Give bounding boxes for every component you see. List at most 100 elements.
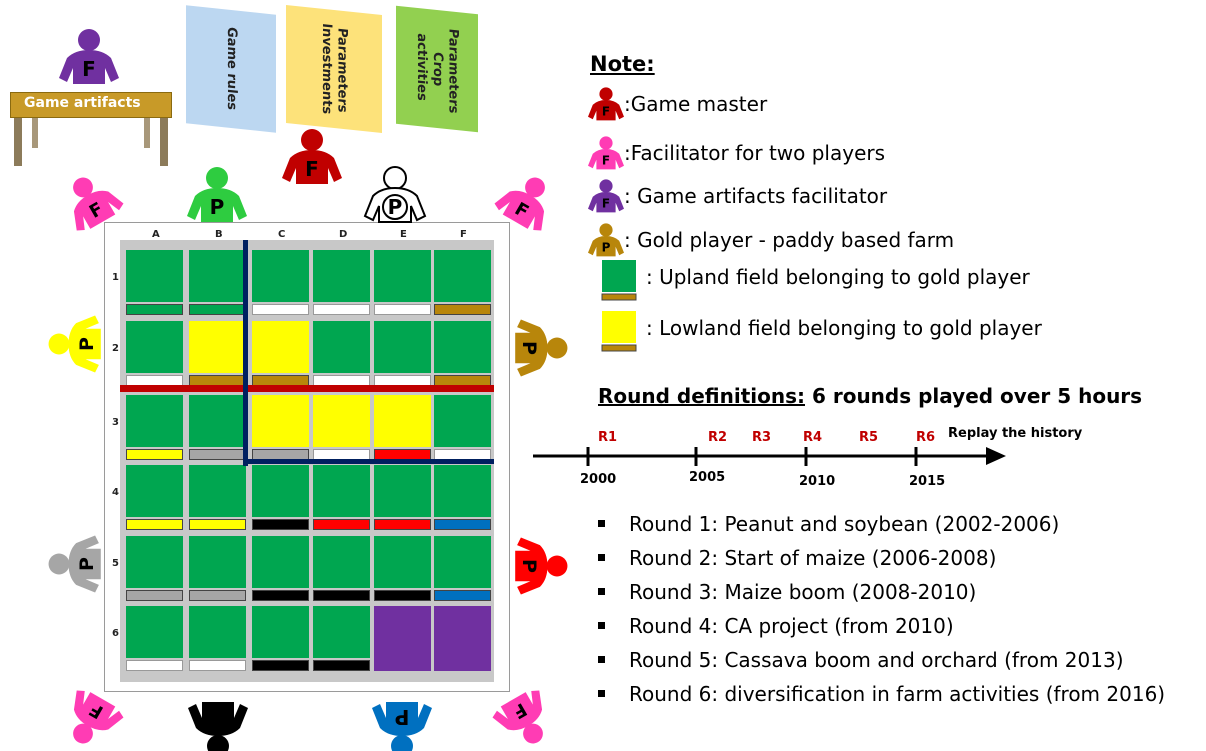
bullet-marker (598, 520, 605, 527)
column-label-a: A (152, 229, 160, 240)
owner-strip (126, 590, 183, 601)
owner-strip (313, 660, 370, 671)
bullet-marker (598, 690, 605, 697)
field-c6 (252, 606, 309, 658)
svg-text:P: P (518, 559, 540, 573)
round-bullet: Round 2: Start of maize (2006-2008) (598, 546, 996, 570)
owner-strip (189, 590, 246, 601)
round-bullet: Round 6: diversification in farm activit… (598, 682, 1165, 706)
owner-strip (126, 660, 183, 671)
field-d2 (313, 321, 370, 373)
field-d5 (313, 536, 370, 588)
timeline-year-label: 2000 (580, 472, 617, 487)
round-bullet-text: Round 6: diversification in farm activit… (629, 682, 1166, 706)
table-label: Game artifacts (24, 95, 141, 111)
field-b3 (189, 395, 246, 447)
legend-text: : Gold player - paddy based farm (624, 228, 955, 252)
bullet-marker (598, 588, 605, 595)
svg-text:F: F (602, 154, 610, 168)
round-bullet-text: Round 5: Cassava boom and orchard (from … (629, 648, 1124, 672)
svg-text:F: F (305, 157, 319, 181)
facilitator-icon: F (588, 136, 624, 170)
gold-player-figure: P (515, 319, 568, 377)
owner-strip (434, 590, 491, 601)
field-a2 (126, 321, 183, 373)
artifacts-facilitator-icon: F (588, 179, 624, 213)
legend-text: : Lowland field belonging to gold player (646, 316, 1042, 340)
owner-strip (313, 590, 370, 601)
svg-text:P: P (388, 195, 403, 219)
legend-text: : Game artifacts facilitator (624, 184, 888, 208)
field-e6 (374, 606, 431, 671)
owner-strip (126, 304, 183, 315)
round-bullet: Round 5: Cassava boom and orchard (from … (598, 648, 1124, 672)
field-f6 (434, 606, 491, 671)
legend-text: :Game master (624, 92, 768, 116)
field-f5 (434, 536, 491, 588)
table-top (10, 92, 172, 118)
game-master-icon: F (588, 87, 624, 121)
field-c2 (252, 321, 309, 373)
round-bullet: Round 3: Maize boom (2008-2010) (598, 580, 976, 604)
owner-strip (374, 590, 431, 601)
field-e4 (374, 465, 431, 517)
field-b2 (189, 321, 246, 373)
owner-strip (252, 590, 309, 601)
field-e5 (374, 536, 431, 588)
round-bullet-text: Round 1: Peanut and soybean (2002-2006) (629, 512, 1060, 536)
timeline-round-label: R3 (752, 430, 772, 445)
gold-player-icon: P (588, 223, 624, 257)
round-bullet: Round 1: Peanut and soybean (2002-2006) (598, 512, 1059, 536)
round-title-rest: 6 rounds played over 5 hours (805, 384, 1143, 408)
round-bullet: Round 4: CA project (from 2010) (598, 614, 954, 638)
field-f2 (434, 321, 491, 373)
field-e1 (374, 250, 431, 302)
round-bullet-text: Round 4: CA project (from 2010) (629, 614, 954, 638)
game-master-figure: F (282, 129, 342, 184)
field-f4 (434, 465, 491, 517)
owner-strip (313, 304, 370, 315)
timeline-year-label: 2015 (909, 474, 946, 489)
green-player-figure: P (187, 167, 247, 222)
svg-text:F: F (602, 105, 610, 119)
timeline-year-label: 2010 (799, 474, 836, 489)
column-label-d: D (339, 229, 348, 240)
replay-history-label: Replay the history (948, 426, 1083, 441)
svg-text:P: P (210, 195, 225, 219)
column-label-c: C (278, 229, 286, 240)
timeline-round-label: R4 (803, 430, 823, 445)
owner-strip (374, 519, 431, 530)
facilitator-top-left-figure: F (73, 177, 124, 231)
owner-strip (252, 304, 309, 315)
road-horizontal (243, 459, 494, 464)
yellow-player-figure: P (48, 315, 101, 373)
field-c1 (252, 250, 309, 302)
owner-strip (252, 660, 309, 671)
lowland-field-icon (601, 311, 637, 352)
column-label-e: E (400, 229, 407, 240)
owner-strip (126, 519, 183, 530)
svg-text:P: P (518, 341, 540, 355)
field-e3 (374, 395, 431, 447)
svg-text:P: P (211, 705, 226, 729)
field-a1 (126, 250, 183, 302)
column-label-b: B (215, 229, 223, 240)
river (120, 385, 494, 392)
row-label-4: 4 (112, 487, 119, 498)
row-label-5: 5 (112, 558, 119, 569)
black-player-figure: P (188, 702, 248, 751)
field-a4 (126, 465, 183, 517)
field-c3 (252, 395, 309, 447)
artifacts-facilitator-figure: F (59, 29, 119, 84)
table-leg (14, 118, 22, 166)
field-b6 (189, 606, 246, 658)
field-b5 (189, 536, 246, 588)
table-leg (144, 118, 150, 148)
field-b4 (189, 465, 246, 517)
owner-strip (189, 519, 246, 530)
timeline-round-label: R2 (708, 430, 728, 445)
white-player-figure: P (363, 166, 427, 223)
field-b1 (189, 250, 246, 302)
